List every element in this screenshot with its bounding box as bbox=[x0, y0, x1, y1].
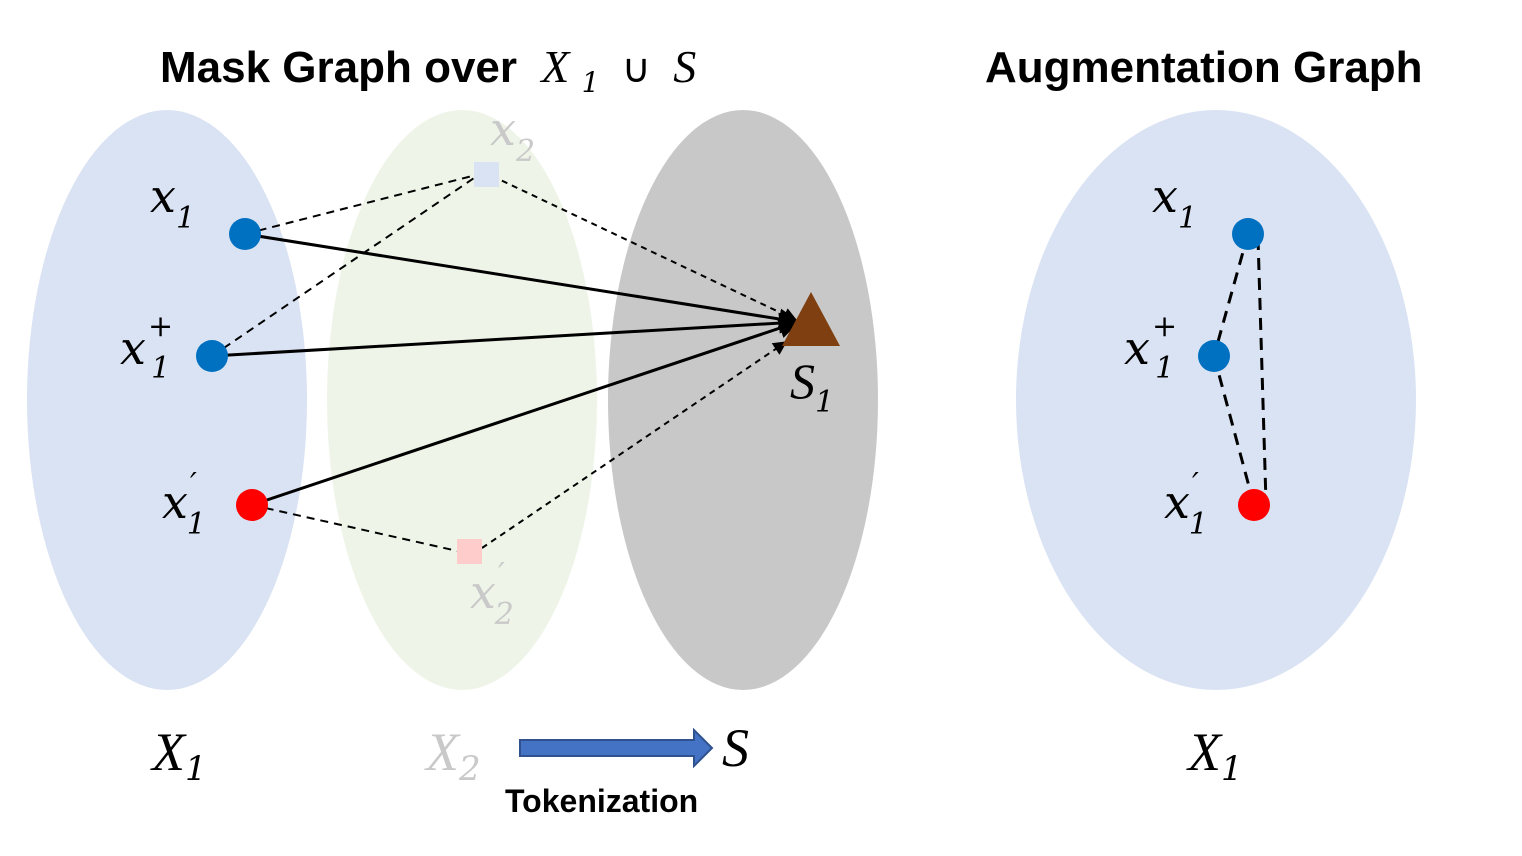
right-label-x1: x1 bbox=[1152, 169, 1197, 236]
node-x1 bbox=[229, 218, 261, 250]
right-node-x1prime bbox=[1238, 489, 1270, 521]
left-title-union: ∪ bbox=[622, 47, 651, 91]
right-label-x1plus: x+1 bbox=[1124, 309, 1177, 386]
label-x2: x2 bbox=[490, 102, 535, 169]
edge-x1plus-s1 bbox=[211, 312, 801, 358]
set-label-x2: X2 bbox=[424, 722, 481, 789]
label-x1prime: x′1 bbox=[162, 467, 206, 542]
edge-x2-s1 bbox=[491, 175, 798, 321]
label-s1: S1 bbox=[790, 353, 834, 420]
region-x1 bbox=[27, 110, 307, 690]
label-x1: x1 bbox=[150, 169, 195, 236]
edge-x1-x2 bbox=[244, 173, 481, 235]
tokenization-label: Tokenization bbox=[505, 783, 698, 819]
right-title: Augmentation Graph bbox=[985, 43, 1423, 92]
left-title-set-x: X bbox=[539, 41, 571, 92]
right-edge-x1plus-x1prime bbox=[1212, 355, 1256, 506]
right-label-x1prime: x′1 bbox=[1164, 467, 1208, 542]
dashed-edges bbox=[211, 173, 798, 553]
edge-x1prime-s1 bbox=[251, 318, 800, 507]
region-s bbox=[608, 110, 878, 690]
solid-edges bbox=[211, 232, 801, 507]
label-x1plus: x+1 bbox=[120, 309, 173, 386]
right-edge-x1-x1plus bbox=[1212, 233, 1250, 357]
right-set-label-x1: X1 bbox=[1186, 722, 1243, 789]
edge-x1-s1 bbox=[244, 232, 801, 330]
node-x2prime bbox=[457, 539, 482, 564]
right-edge-x1-x1prime bbox=[1256, 237, 1268, 503]
node-x2 bbox=[474, 162, 499, 187]
tokenization-arrow bbox=[519, 727, 714, 769]
set-label-x1: X1 bbox=[150, 722, 207, 789]
right-node-x1 bbox=[1232, 218, 1264, 250]
node-s1-triangle bbox=[782, 292, 840, 346]
left-title-text: Mask Graph over bbox=[160, 43, 517, 92]
edge-x1plus-x2 bbox=[211, 173, 481, 357]
node-x1prime bbox=[236, 489, 268, 521]
set-label-s: S bbox=[722, 718, 749, 778]
edge-x1prime-x2prime bbox=[251, 504, 463, 553]
left-title-set-x-sub: 1 bbox=[582, 66, 600, 99]
region-x2 bbox=[327, 110, 597, 690]
node-x1plus bbox=[196, 340, 228, 372]
right-node-x1plus bbox=[1198, 340, 1230, 372]
label-x2prime: x′2 bbox=[470, 557, 514, 632]
left-title: Mask Graph over X 1 ∪ S bbox=[160, 41, 696, 102]
region-x1-right bbox=[1016, 110, 1416, 690]
right-dashed-edges bbox=[1212, 233, 1268, 506]
left-title-set-s: S bbox=[673, 41, 696, 92]
